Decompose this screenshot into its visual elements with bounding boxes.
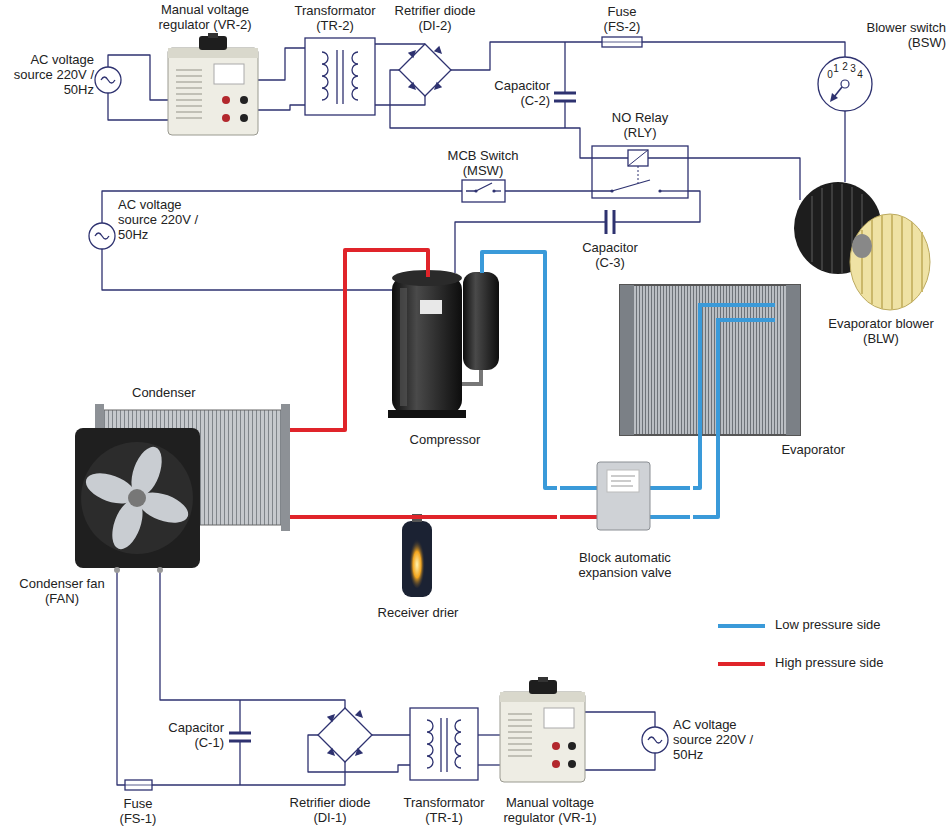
refrigerant-pipe bbox=[297, 515, 368, 519]
component: Receiver drier bbox=[368, 505, 468, 620]
part-label-box: Capacitor (C-3) bbox=[572, 240, 648, 270]
component-label: Compressor bbox=[410, 432, 481, 447]
part-label-box: Evaporator blower (BLW) bbox=[815, 316, 947, 346]
part-label-box: 1 bbox=[830, 63, 842, 75]
part-label-box: Transformator (TR-1) bbox=[396, 795, 492, 825]
component-label: Condenser bbox=[132, 385, 196, 400]
part-label-box: Condenser fan (FAN) bbox=[14, 576, 110, 606]
blower-picture bbox=[794, 182, 930, 310]
part-label: Manual voltage regulator (VR-2) bbox=[150, 2, 260, 32]
voltage-regulator-picture bbox=[168, 33, 585, 782]
dial-number: 3 bbox=[847, 63, 859, 75]
component: Compressor bbox=[380, 262, 510, 447]
part-label: NO Relay (RLY) bbox=[600, 110, 680, 140]
part-label-box: Fuse (FS-2) bbox=[594, 4, 650, 34]
ac-source-symbol bbox=[89, 67, 668, 753]
legend-swatch bbox=[718, 662, 765, 666]
part-label: MCB Switch (MSW) bbox=[443, 148, 523, 178]
part-label-box: AC voltage source 220V / 50Hz bbox=[13, 52, 94, 97]
compressor-picture bbox=[388, 262, 499, 418]
part-label: Condenser fan (FAN) bbox=[14, 576, 110, 606]
part-label: Transformator (TR-1) bbox=[396, 795, 492, 825]
dial-number: 2 bbox=[839, 61, 851, 73]
part-label-box: 3 bbox=[847, 63, 859, 75]
part-label-box: Capacitor (C-1) bbox=[156, 720, 224, 750]
part-label: AC voltage source 220V / 50Hz bbox=[118, 197, 199, 242]
part-label-box: Retrifier diode (DI-2) bbox=[385, 3, 485, 33]
dial-number: 4 bbox=[854, 69, 866, 81]
legend-item: High pressure side bbox=[775, 655, 883, 670]
component-label: Receiver drier bbox=[378, 605, 459, 620]
part-label: Transformator (TR-2) bbox=[285, 3, 385, 33]
refrigerant-pipe bbox=[693, 457, 718, 517]
part-label: Manual voltage regulator (VR-1) bbox=[496, 795, 604, 825]
part-label: Fuse (FS-2) bbox=[594, 4, 650, 34]
dial-number: 1 bbox=[830, 63, 842, 75]
part-label-box: MCB Switch (MSW) bbox=[443, 148, 523, 178]
part-label-box: AC voltage source 220V / 50Hz bbox=[118, 197, 199, 242]
component-label: Evaporator bbox=[781, 442, 845, 457]
refrigerant-pipe bbox=[468, 515, 557, 519]
part-label-box: Manual voltage regulator (VR-2) bbox=[150, 2, 260, 32]
receiver-drier-picture bbox=[368, 514, 468, 597]
part-label: Capacitor (C-2) bbox=[478, 78, 550, 108]
part-label-box: Capacitor (C-2) bbox=[478, 78, 550, 108]
evaporator-picture bbox=[620, 285, 800, 457]
legend-item: Low pressure side bbox=[775, 617, 881, 632]
legend-text: High pressure side bbox=[775, 655, 883, 670]
condenser-picture bbox=[75, 404, 297, 573]
component: Block automatic expansion valve bbox=[557, 460, 693, 580]
part-label-box: 2 bbox=[839, 61, 851, 73]
refrigerant-pipe bbox=[482, 252, 557, 488]
part-label: Evaporator blower (BLW) bbox=[815, 316, 947, 346]
part-label-box: Retrifier diode (DI-1) bbox=[280, 795, 380, 825]
component-label: Block automatic expansion valve bbox=[557, 550, 693, 580]
part-label: AC voltage source 220V / 50Hz bbox=[13, 52, 94, 97]
legend-text: Low pressure side bbox=[775, 617, 881, 632]
part-label-box: Transformator (TR-2) bbox=[285, 3, 385, 33]
refrigerant-pipe bbox=[297, 250, 428, 430]
part-label: Capacitor (C-1) bbox=[156, 720, 224, 750]
part-label-box: Fuse (FS-1) bbox=[110, 796, 166, 826]
expansion-valve-picture bbox=[560, 462, 690, 530]
part-label-box: 4 bbox=[854, 69, 866, 81]
part-label: Capacitor (C-3) bbox=[572, 240, 648, 270]
part-label: Blower switch (BSW) bbox=[852, 20, 946, 50]
component: Evaporator bbox=[615, 282, 845, 457]
refrigerant-pipe bbox=[693, 457, 700, 488]
part-label: Retrifier diode (DI-1) bbox=[280, 795, 380, 825]
part-label: Fuse (FS-1) bbox=[110, 796, 166, 826]
legend-swatch bbox=[718, 624, 765, 628]
blower-switch-dial bbox=[818, 57, 872, 111]
part-label-box: AC voltage source 220V / 50Hz bbox=[673, 717, 754, 762]
part-label: Retrifier diode (DI-2) bbox=[385, 3, 485, 33]
part-label-box: NO Relay (RLY) bbox=[600, 110, 680, 140]
part-label-box: Manual voltage regulator (VR-1) bbox=[496, 795, 604, 825]
part-label-box: Blower switch (BSW) bbox=[852, 20, 946, 50]
part-label: AC voltage source 220V / 50Hz bbox=[673, 717, 754, 762]
component: Condenser bbox=[72, 385, 297, 575]
